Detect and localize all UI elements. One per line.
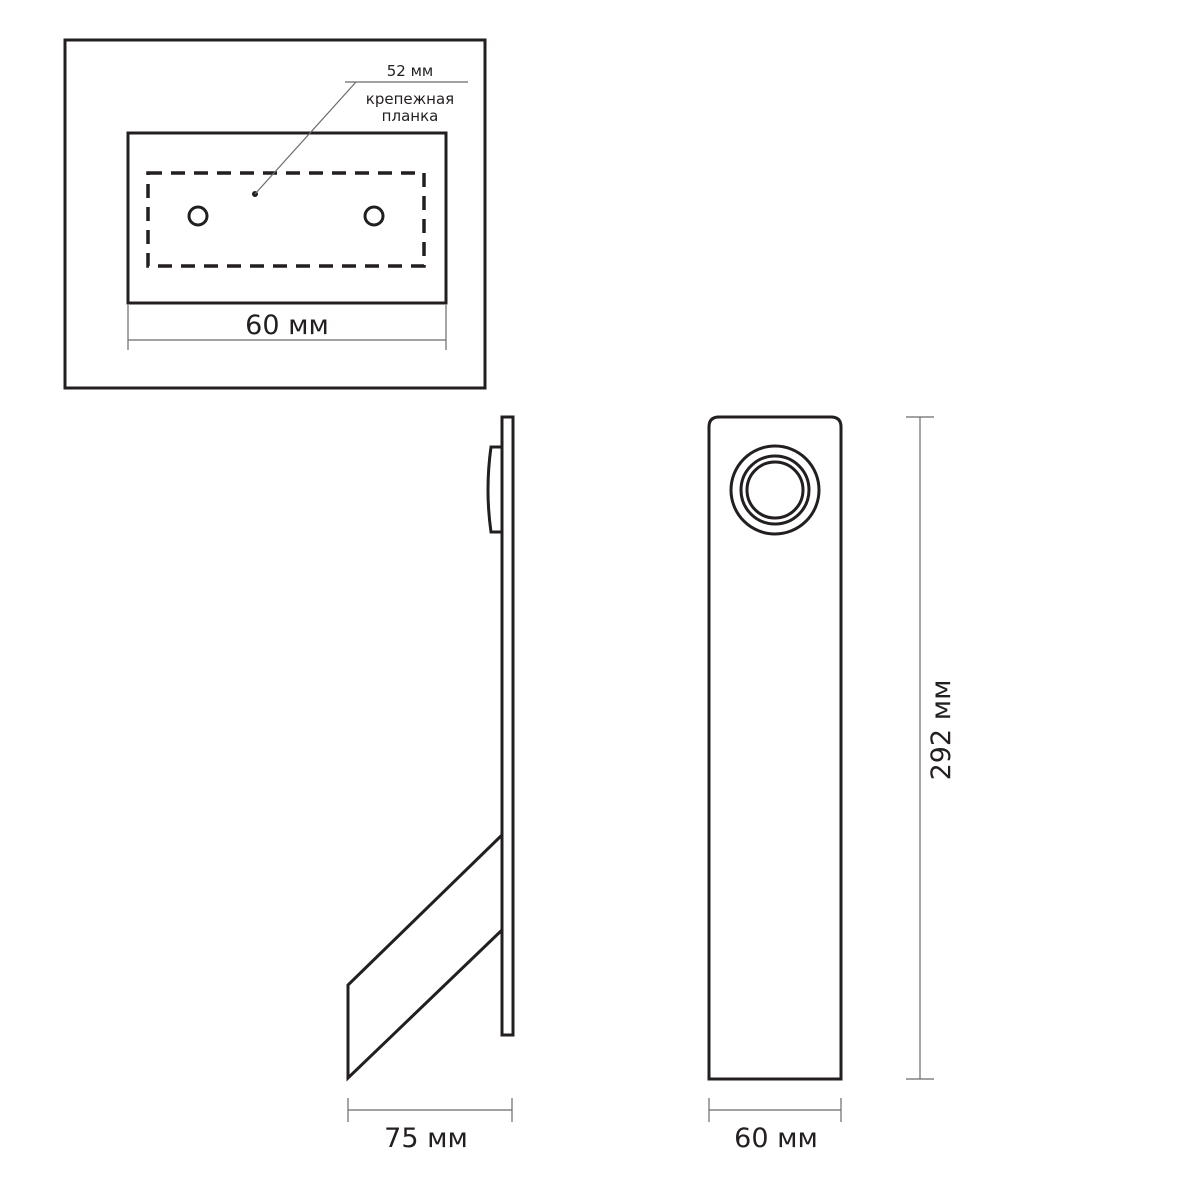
plate-name-line2: планка [382,107,439,125]
front-width-label: 60 мм [734,1123,818,1154]
top-width-label: 60 мм [245,310,329,341]
side-view: 75 мм [346,415,515,1154]
plate-name-line1: крепежная [366,90,454,108]
fixture-back-outline [126,131,448,305]
front-height-dimension: 292 мм [906,416,957,1080]
mounting-bracket [486,445,502,534]
front-width-dimension: 60 мм [708,1098,842,1154]
side-depth-label: 75 мм [384,1123,468,1154]
inset-frame [63,38,487,390]
wall-plate [500,415,515,1037]
leader-line [254,81,357,195]
front-height-label: 292 мм [926,680,957,781]
mounting-plate-view: 52 мм крепежная планка 60 мм [63,38,487,390]
front-view: 60 мм 292 мм [707,415,957,1154]
lamp-lens [745,460,805,520]
plate-width-label: 52 мм [387,62,434,80]
top-width-dimension: 60 мм [127,305,447,350]
screw-hole-left [187,205,209,227]
lamp-ring-outer [729,444,821,536]
front-body [707,415,843,1081]
lamp-ring-inner [739,454,811,526]
screw-hole-right [363,205,385,227]
angled-arm [346,833,504,1082]
mounting-plate-dashed [146,171,426,268]
side-depth-dimension: 75 мм [347,1098,513,1154]
